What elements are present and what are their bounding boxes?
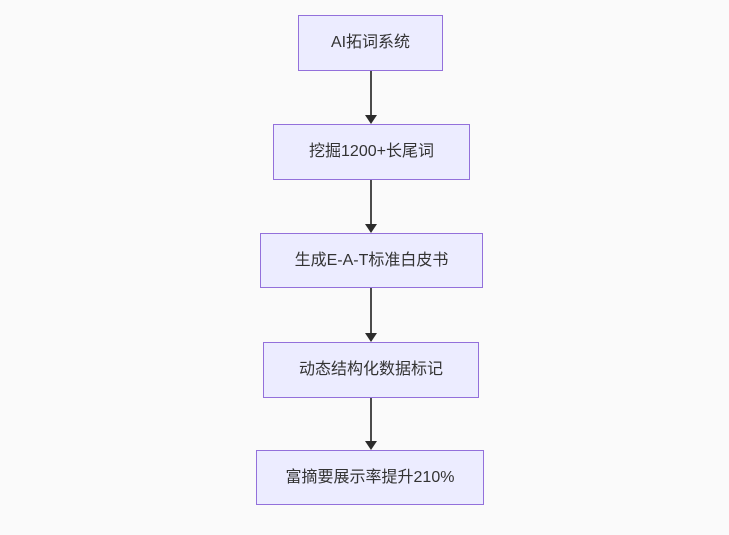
flow-node-label: 挖掘1200+长尾词 [309,143,434,161]
flow-node-label: 生成E-A-T标准白皮书 [294,251,449,269]
flow-edge-line [370,71,372,115]
flow-node-label: 动态结构化数据标记 [298,361,443,379]
arrow-down-icon [365,333,377,342]
flow-node-longtail-mining: 挖掘1200+长尾词 [273,124,470,180]
flow-node-label: 富摘要展示率提升210% [285,468,455,486]
flow-edge-line [370,180,372,224]
arrow-down-icon [365,224,377,233]
arrow-down-icon [365,441,377,450]
flow-edge-line [370,288,372,333]
flow-node-rich-snippet-result: 富摘要展示率提升210% [256,450,484,505]
flow-edge-line [370,398,372,441]
flow-node-label: AI拓词系统 [330,34,411,52]
flow-node-eat-whitepaper: 生成E-A-T标准白皮书 [260,233,483,288]
flow-node-structured-data-markup: 动态结构化数据标记 [263,342,479,398]
arrow-down-icon [365,115,377,124]
flow-node-ai-keyword-system: AI拓词系统 [298,15,443,71]
